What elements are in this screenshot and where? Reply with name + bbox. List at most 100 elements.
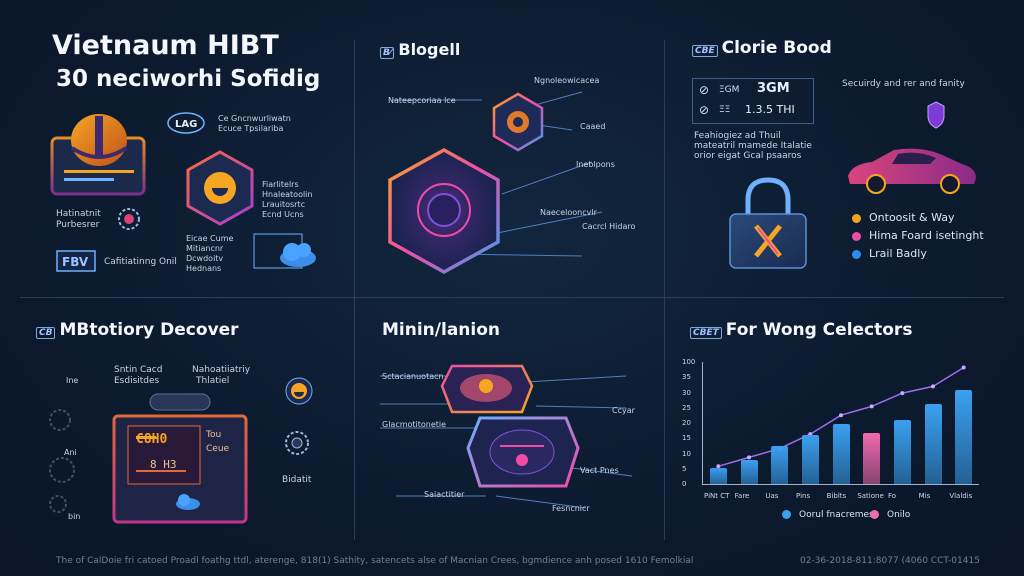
panel6-title-text: For Wong Celectors [725, 320, 913, 340]
terminal-side-1: Tou [206, 430, 222, 440]
panel2-label-2: Caaed [580, 122, 606, 131]
hexagon-network-diagram [388, 91, 603, 275]
panel2-label-1: Nateepcoriaa lce [388, 96, 456, 105]
chart-y-tick-6: 25 [682, 403, 691, 412]
panel5-label-1: Sctacianuotacn [382, 372, 444, 381]
stat1-icon: ⊘ [699, 83, 710, 97]
terminal-screen-line2: 8 H3 [150, 458, 177, 471]
panel6-legend-item-2: Onilo [870, 510, 910, 520]
sports-car-icon [848, 148, 976, 194]
panel5-label-6: Fesncnicr [552, 504, 590, 513]
divider-vertical-2 [664, 40, 665, 540]
panel4-title-text: MBtotiory Decover [59, 320, 239, 340]
chart-line-point-2 [747, 455, 751, 460]
panel5-label-4: Vact Pnes [580, 466, 619, 475]
panel4-label-2: Esdisitdes [114, 376, 160, 386]
chart-bar-6 [863, 432, 881, 484]
legend-dot-orange [852, 213, 861, 223]
panel1-label-g: Eicae Cume [186, 234, 234, 243]
settings-gear-icon [285, 431, 309, 455]
hexagon-token-icon [186, 150, 254, 226]
panel2-label-4: Cacrcl Hidaro [582, 222, 636, 231]
chart-y-tick-7: 30 [682, 388, 691, 397]
panel1-label-f: Ecnd Ucns [262, 210, 304, 219]
panel2-label-6: Naecelooncvlr [540, 208, 597, 217]
panel2-label-5: Ngnoleowicacea [534, 76, 600, 85]
network-nodes-diagram [380, 364, 633, 509]
chart-y-tick-9: 100 [682, 358, 696, 366]
divider-vertical-1 [354, 40, 355, 540]
bar-chart-plot-area [702, 362, 979, 485]
chart-line-point-7 [900, 391, 905, 396]
panel2-title: B⁄Blogell [380, 40, 460, 59]
panel4-label-7: Ani [64, 448, 77, 457]
chart-line-point-6 [869, 404, 874, 409]
chart-x-tick-7: Fo [888, 492, 897, 500]
panel2-badge-icon: B⁄ [380, 47, 395, 59]
panel3-stats-box: ⊘ ΞGM 3GM ⊘ ΞΞ 1.3.5 THI [692, 78, 814, 124]
panel3-desc-2: mateatril mamede Italatie [694, 141, 812, 151]
chart-line-point-5 [839, 413, 843, 418]
chart-y-tick-5: 20 [682, 419, 691, 427]
chart-y-tick-4: 15 [682, 434, 691, 443]
chart-y-tick-8: 35 [682, 373, 691, 382]
panel3-top-right: Secuirdy and rer and fanity [842, 79, 965, 89]
stat2-icon: ⊘ [699, 103, 710, 117]
chart-bar-1 [709, 468, 727, 484]
padlock-icon [729, 177, 807, 269]
helmet-monitor-icon [50, 114, 146, 196]
chart-y-tick-1: 0 [682, 480, 687, 488]
panel6-legend-item-1: Oorul fnacremes [782, 510, 874, 520]
chart-line-point-9 [961, 365, 966, 370]
panel6-legend-label-2: Onilo [887, 510, 911, 520]
panel5-label-2: Ccyar [612, 406, 635, 415]
panel3-legend-label-1: Ontoosit & Way [869, 211, 955, 224]
cloud-icon [253, 233, 316, 269]
svg-text:LAG: LAG [175, 119, 197, 130]
chart-bar-9 [955, 389, 973, 484]
panel4-label-5: Bidatit [282, 475, 312, 485]
chart-x-tick-2: Fare [734, 492, 750, 500]
chart-line-point-8 [931, 384, 935, 389]
panel3-legend-item-2: Hima Foard isetinght [852, 229, 984, 242]
panel1-label-h: Mitiancnr [186, 244, 224, 253]
chart-line-point-4 [808, 432, 813, 437]
panel5-title: Minin/lanion [382, 320, 500, 340]
panel6-badge-icon: CBET [690, 327, 722, 339]
legend-dot-pink [852, 231, 861, 241]
footer-timestamp: 02-36-2018-811:8077 (4060 CCT-01415 [800, 556, 980, 566]
chart-y-tick-2: 5 [682, 464, 687, 473]
chart-bar-8 [924, 404, 942, 484]
panel3-desc-3: orior eigat Gcal psaaros [694, 151, 802, 161]
panel3-legend-item-1: Ontoosit & Way [852, 211, 955, 224]
panel5-label-3: Glacmotitonetie [382, 420, 447, 429]
stat1-value: 3GM [757, 81, 790, 96]
chart-bar-3 [771, 446, 789, 484]
panel3-legend-item-3: Lrail Badly [852, 247, 927, 260]
panel4-label-4: Thlatiel [196, 376, 230, 386]
panel1-label-b: Ecuce Tpsilariba [218, 124, 284, 133]
stat1-sub: ΞGM [719, 85, 740, 95]
legend-dot-blue [782, 510, 791, 519]
legend-dot-pink [870, 510, 879, 519]
chart-bar-2 [740, 459, 758, 484]
stat2-value: 1.3.5 THI [745, 103, 795, 116]
terminal-side-2: Ceue [206, 444, 230, 454]
panel2-label-3: Ineblpons [576, 160, 615, 169]
panel4-label-6: Ine [66, 376, 79, 385]
panel4-label-3: Nahoatiiatriy [192, 365, 251, 375]
chart-x-tick-3: Uas [765, 492, 779, 500]
panel1-label-c: Fiarlitelrs [262, 180, 299, 189]
panel1-footer-label: Cafitiatinng Onil [104, 257, 177, 267]
chart-bar-5 [832, 424, 850, 484]
divider-horizontal [20, 297, 1004, 298]
chart-x-tick-8: Mis [918, 492, 931, 500]
gear-icon [118, 208, 140, 230]
panel1-label-j: Hednans [186, 264, 222, 273]
terminal-screen-line1: C8H0 [136, 432, 168, 447]
panel3-title-text: Clorie Bood [721, 38, 832, 58]
lag-logo-icon: LAG [167, 112, 205, 134]
